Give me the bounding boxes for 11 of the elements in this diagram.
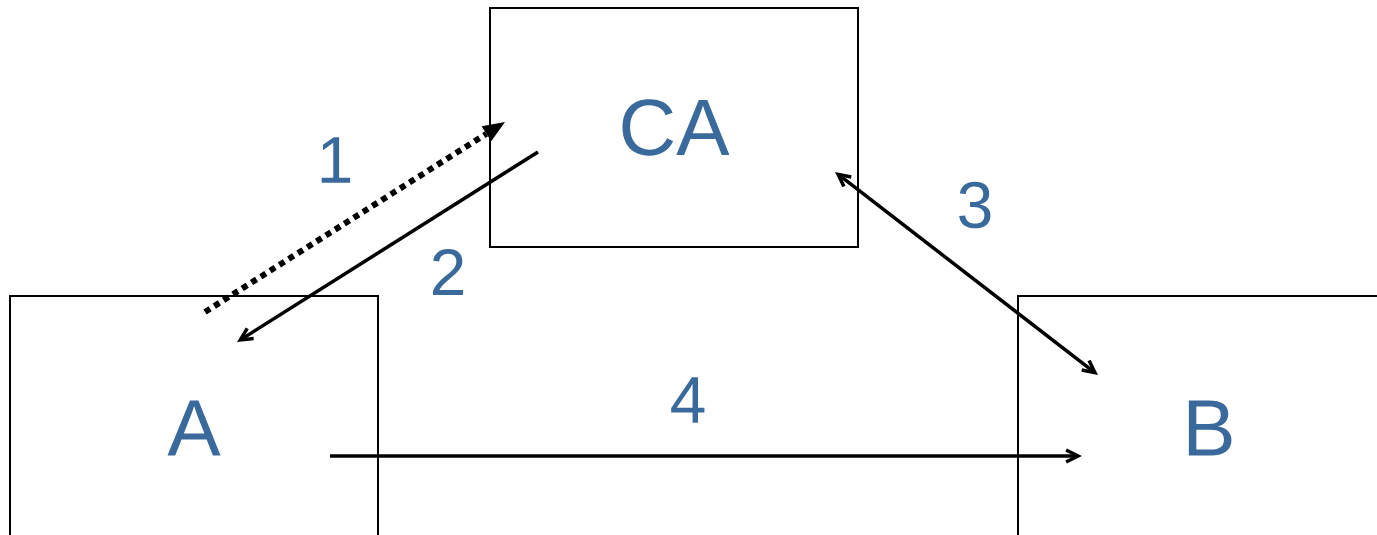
edge-label: 4 <box>667 375 709 425</box>
edge-label: 1 <box>314 135 356 185</box>
arrow <box>835 172 1098 375</box>
edge-label: 3 <box>954 179 996 231</box>
edge-label: 2 <box>427 246 469 298</box>
arrow <box>203 122 505 315</box>
process-box: B <box>1017 295 1377 535</box>
process-box: A <box>9 295 379 535</box>
process-box: CA <box>489 7 859 248</box>
arrow <box>237 150 539 342</box>
arrow <box>330 448 1082 464</box>
